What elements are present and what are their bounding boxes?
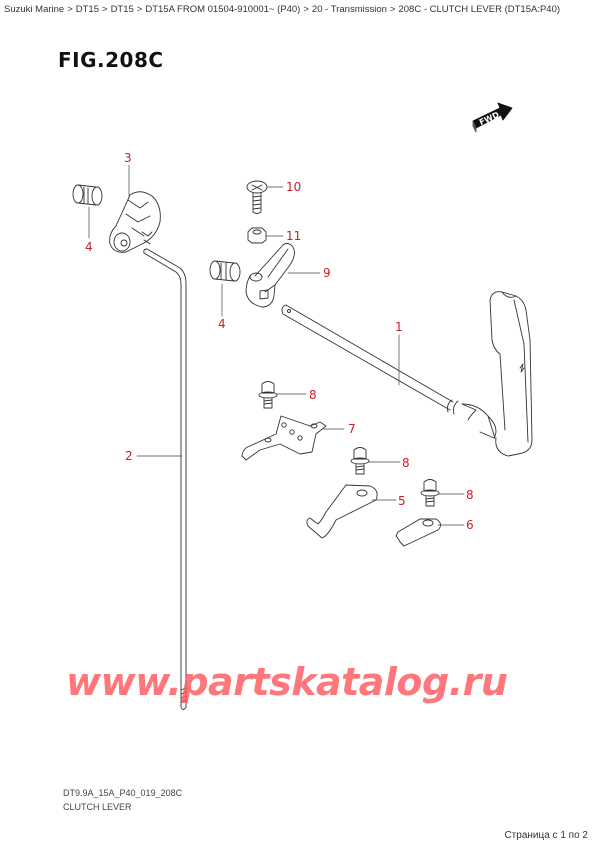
- breadcrumb-separator: >: [136, 4, 143, 15]
- bolt-lower-drawing: [420, 479, 440, 507]
- breadcrumb-separator: >: [67, 4, 73, 15]
- bushing-left-drawing: [72, 184, 103, 206]
- callout-4[interactable]: 4: [85, 240, 93, 254]
- breadcrumb-separator: >: [389, 4, 396, 15]
- callout-1[interactable]: 1: [395, 320, 403, 334]
- svg-text:FWD: FWD: [478, 110, 501, 127]
- bushing-right-drawing: [209, 260, 241, 282]
- leader-lines: [88, 164, 465, 526]
- breadcrumb-item-dt15-sub[interactable]: DT15: [110, 4, 134, 15]
- callout-10[interactable]: 10: [286, 180, 302, 194]
- page-indicator: Страница с 1 по 2: [504, 830, 588, 841]
- bolt-upper-drawing: [258, 381, 278, 409]
- bolt-middle-drawing: [350, 447, 370, 475]
- callout-2[interactable]: 2: [125, 449, 133, 463]
- clutch-arm-drawing: [245, 242, 295, 308]
- callout-9[interactable]: 9: [323, 266, 331, 280]
- nut-drawing: [247, 227, 267, 244]
- callout-5[interactable]: 5: [398, 494, 406, 508]
- breadcrumb-item-suzuki-marine[interactable]: Suzuki Marine: [4, 4, 65, 15]
- callout-11[interactable]: 11: [286, 229, 302, 243]
- breadcrumb-item-current: 208C - CLUTCH LEVER (DT15A:P40): [398, 4, 561, 15]
- bracket-drawing: [241, 415, 327, 461]
- figure-code: DT9.9A_15A_P40_019_208C: [63, 788, 183, 798]
- breadcrumb-separator: >: [303, 4, 309, 15]
- clutch-lever-drawing: [281, 291, 533, 457]
- breadcrumb-item-model[interactable]: DT15A FROM 01504-910001~ (P40): [145, 4, 301, 15]
- callout-3[interactable]: 3: [124, 151, 132, 165]
- plate-drawing: [306, 484, 378, 539]
- breadcrumb: Suzuki Marine>DT15>DT15>DT15A FROM 01504…: [4, 4, 560, 15]
- clutch-rod-drawing: [143, 248, 187, 710]
- figure-name: CLUTCH LEVER: [63, 802, 132, 812]
- callout-4-b[interactable]: 4: [218, 317, 226, 331]
- callout-7[interactable]: 7: [348, 422, 356, 436]
- callout-8-b[interactable]: 8: [402, 456, 410, 470]
- figure-title: FIG.208C: [58, 48, 164, 72]
- callout-8[interactable]: 8: [309, 388, 317, 402]
- watermark: www.partskatalog.ru: [66, 660, 508, 704]
- breadcrumb-item-transmission[interactable]: 20 - Transmission: [311, 4, 387, 15]
- callout-8-c[interactable]: 8: [466, 488, 474, 502]
- clip-drawing: [395, 518, 441, 547]
- shaft-holder-drawing: [109, 191, 161, 253]
- callout-6[interactable]: 6: [466, 518, 474, 532]
- fwd-arrow-icon: FWD: [472, 102, 513, 133]
- breadcrumb-item-dt15[interactable]: DT15: [75, 4, 99, 15]
- breadcrumb-separator: >: [102, 4, 108, 15]
- screw-drawing: [246, 180, 268, 214]
